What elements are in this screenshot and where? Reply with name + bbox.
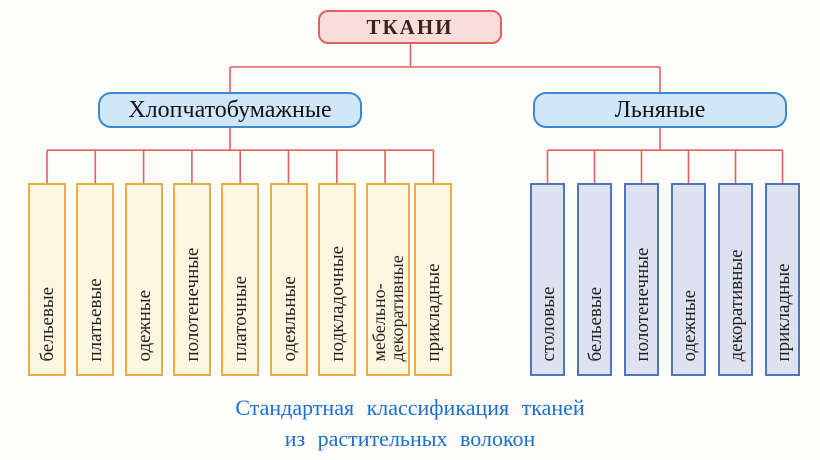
linen-type-node: прикладные (765, 183, 800, 376)
linen-type-node: декоративные (718, 183, 753, 376)
node-label: платьевые (84, 277, 106, 361)
node-label: мебельно- декоративные (369, 254, 408, 361)
diagram-caption: Стандартная классификация тканей из раст… (0, 392, 820, 454)
node-label: одежные (678, 289, 699, 361)
cotton-type-node: прикладные (414, 183, 453, 376)
node-label: полотенечные (631, 247, 652, 361)
node-label: бельевые (584, 286, 605, 361)
cotton-type-node: полотенечные (172, 183, 211, 376)
caption-line-1: Стандартная классификация тканей (235, 395, 585, 420)
node-label: платочные (229, 275, 251, 361)
node-label: прикладные (772, 262, 793, 361)
linen-type-node: полотенечные (624, 183, 659, 376)
linen-type-node: столовые (530, 183, 565, 376)
node-label: одеяльные (278, 275, 299, 361)
node-label: прикладные (422, 262, 444, 361)
cotton-type-node: платочные (221, 183, 260, 376)
linen-type-node: бельевые (577, 183, 612, 376)
cotton-type-node: одеяльные (269, 183, 308, 376)
root-node-tkani: ТКАНИ (318, 10, 502, 44)
cotton-type-node: бельевые (28, 183, 66, 376)
cotton-type-node: одежные (124, 183, 163, 376)
node-label: столовые (537, 286, 558, 361)
node-label: полотенечные (181, 247, 203, 361)
linen-type-node: одежные (671, 183, 706, 376)
branch-node-linen: Льняные (533, 92, 787, 128)
branch-node-cotton: Хлопчатобумажные (98, 92, 362, 128)
cotton-type-node: подкладочные (317, 183, 356, 376)
node-label: подкладочные (326, 245, 348, 361)
cotton-type-node: платьевые (76, 183, 115, 376)
node-label: бельевые (36, 286, 58, 361)
node-label: одежные (133, 289, 155, 361)
node-label: декоративные (725, 248, 746, 361)
cotton-type-node: мебельно- декоративные (366, 183, 411, 376)
caption-line-2: из растительных волокон (284, 426, 536, 451)
